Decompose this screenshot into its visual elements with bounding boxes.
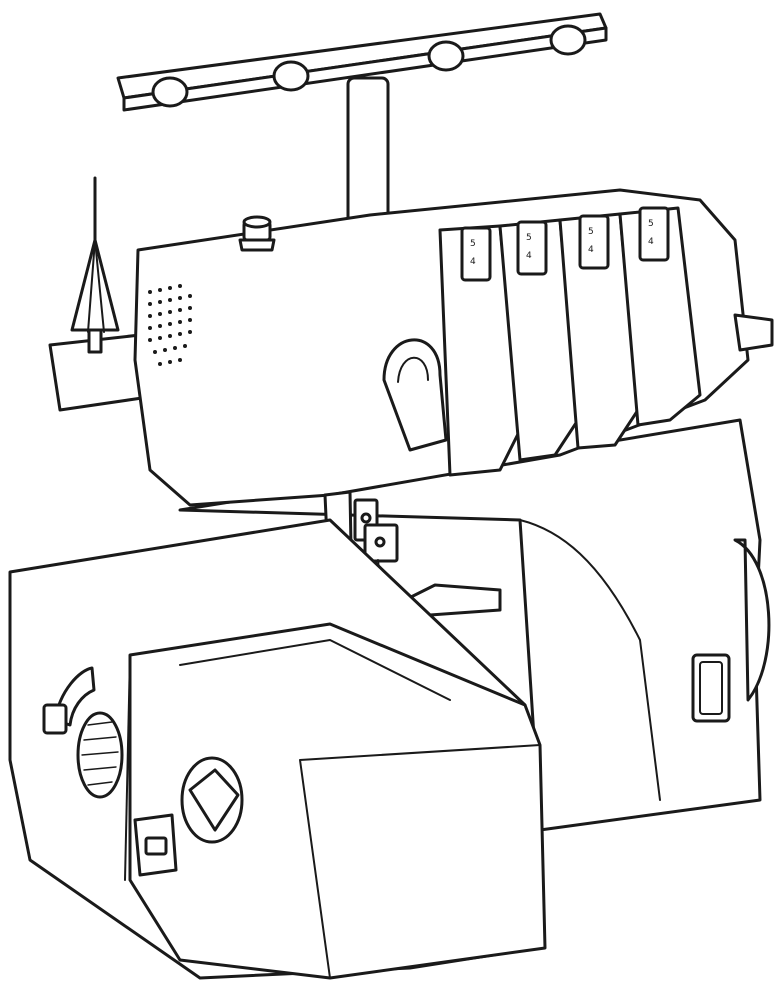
handwheel — [733, 538, 771, 702]
tension-dial-3[interactable]: 5 4 — [578, 214, 610, 270]
side-window — [691, 653, 731, 723]
dial-3-bottom-label: 4 — [588, 245, 594, 255]
tension-panel-2 — [498, 218, 580, 462]
spool-holes — [151, 24, 587, 108]
right-cap — [733, 313, 774, 352]
thread-guide-slot — [382, 338, 448, 452]
spool-cone — [70, 238, 120, 332]
machine-bed — [8, 518, 547, 980]
bed-front-cover — [128, 622, 547, 980]
spool-pin — [48, 176, 144, 412]
tension-panel-1 — [438, 224, 522, 477]
stitch-length-dial[interactable] — [76, 711, 124, 799]
tension-dial-4[interactable]: 5 4 — [638, 206, 670, 262]
dial-4-top-label: 5 — [648, 219, 654, 229]
tension-dial-2[interactable]: 5 4 — [516, 220, 548, 276]
dial-3-top-label: 5 — [588, 227, 594, 237]
dial-1-top-label: 5 — [470, 239, 476, 249]
dial-4-bottom-label: 4 — [648, 237, 654, 247]
vent-holes — [148, 284, 192, 366]
dial-1-bottom-label: 4 — [470, 257, 476, 267]
tension-panel-3 — [558, 212, 640, 450]
dial-2-top-label: 5 — [526, 233, 532, 243]
pressure-knob — [238, 215, 276, 252]
cutting-width-knob[interactable] — [180, 756, 244, 844]
thread-stand — [116, 12, 608, 230]
machine-body — [178, 418, 771, 832]
dial-2-bottom-label: 4 — [526, 251, 532, 261]
tension-dials: 5 4 5 4 5 4 5 4 — [460, 206, 670, 282]
differential-lever[interactable] — [42, 666, 96, 735]
tension-dial-1[interactable]: 5 4 — [460, 226, 492, 282]
power-switch[interactable] — [133, 813, 178, 877]
stand-pole — [346, 76, 390, 230]
